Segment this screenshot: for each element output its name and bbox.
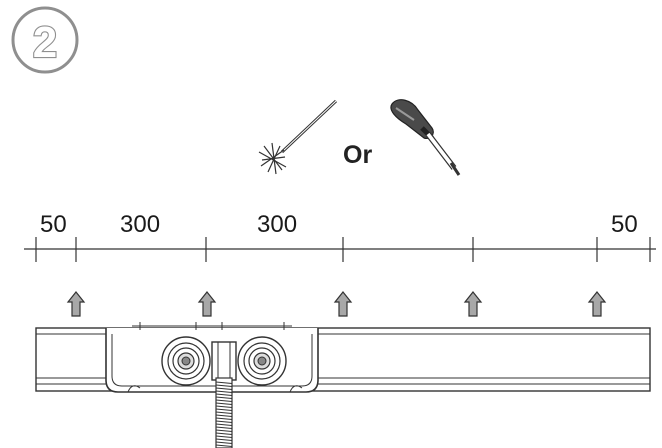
drill-bit-icon <box>258 99 338 175</box>
up-arrow-icon <box>587 291 607 317</box>
trolley-carriage <box>105 322 319 393</box>
rod-thread <box>215 396 233 399</box>
dimension-label-4: 50 <box>611 211 638 238</box>
up-arrow-icon <box>333 291 353 317</box>
step-badge: 2 <box>11 6 79 74</box>
rod-thread <box>215 384 233 387</box>
rod-thread <box>215 441 233 444</box>
rod-thread <box>215 381 233 384</box>
up-arrow-icon <box>66 291 86 317</box>
rod-thread <box>215 393 233 396</box>
rod-thread <box>215 432 233 435</box>
rod-thread <box>215 402 233 405</box>
left-wheel <box>161 336 211 386</box>
mounting-point-arrows <box>66 291 607 317</box>
rod-thread <box>215 411 233 414</box>
rod-thread <box>215 405 233 408</box>
up-arrow-icon <box>463 291 483 317</box>
dimension-label-1: 50 <box>40 211 67 238</box>
right-wheel <box>237 336 287 386</box>
rod-thread <box>215 429 233 432</box>
rod-thread <box>215 417 233 420</box>
rod-thread <box>215 408 233 411</box>
dimension-label-2: 300 <box>120 211 160 238</box>
dimension-labels: 50 300 300 50 <box>40 211 638 238</box>
rod-thread <box>215 438 233 441</box>
dimension-label-3: 300 <box>257 211 297 238</box>
rod-thread <box>215 444 233 447</box>
rod-thread <box>215 426 233 429</box>
dimension-line: 50 300 300 50 <box>24 211 656 262</box>
up-arrow-icon <box>197 291 217 317</box>
hanger-block <box>211 341 237 381</box>
rod-thread <box>215 435 233 438</box>
dimension-ticks <box>35 237 651 262</box>
rod-thread <box>215 387 233 390</box>
rod-thread <box>215 423 233 426</box>
rod-thread <box>215 414 233 417</box>
step-number: 2 <box>33 18 57 67</box>
rod-thread <box>215 399 233 402</box>
rod-thread <box>215 420 233 423</box>
or-separator: Or <box>343 141 372 169</box>
rod-thread <box>215 390 233 393</box>
screwdriver-icon <box>390 99 461 176</box>
threaded-rod <box>215 377 233 448</box>
